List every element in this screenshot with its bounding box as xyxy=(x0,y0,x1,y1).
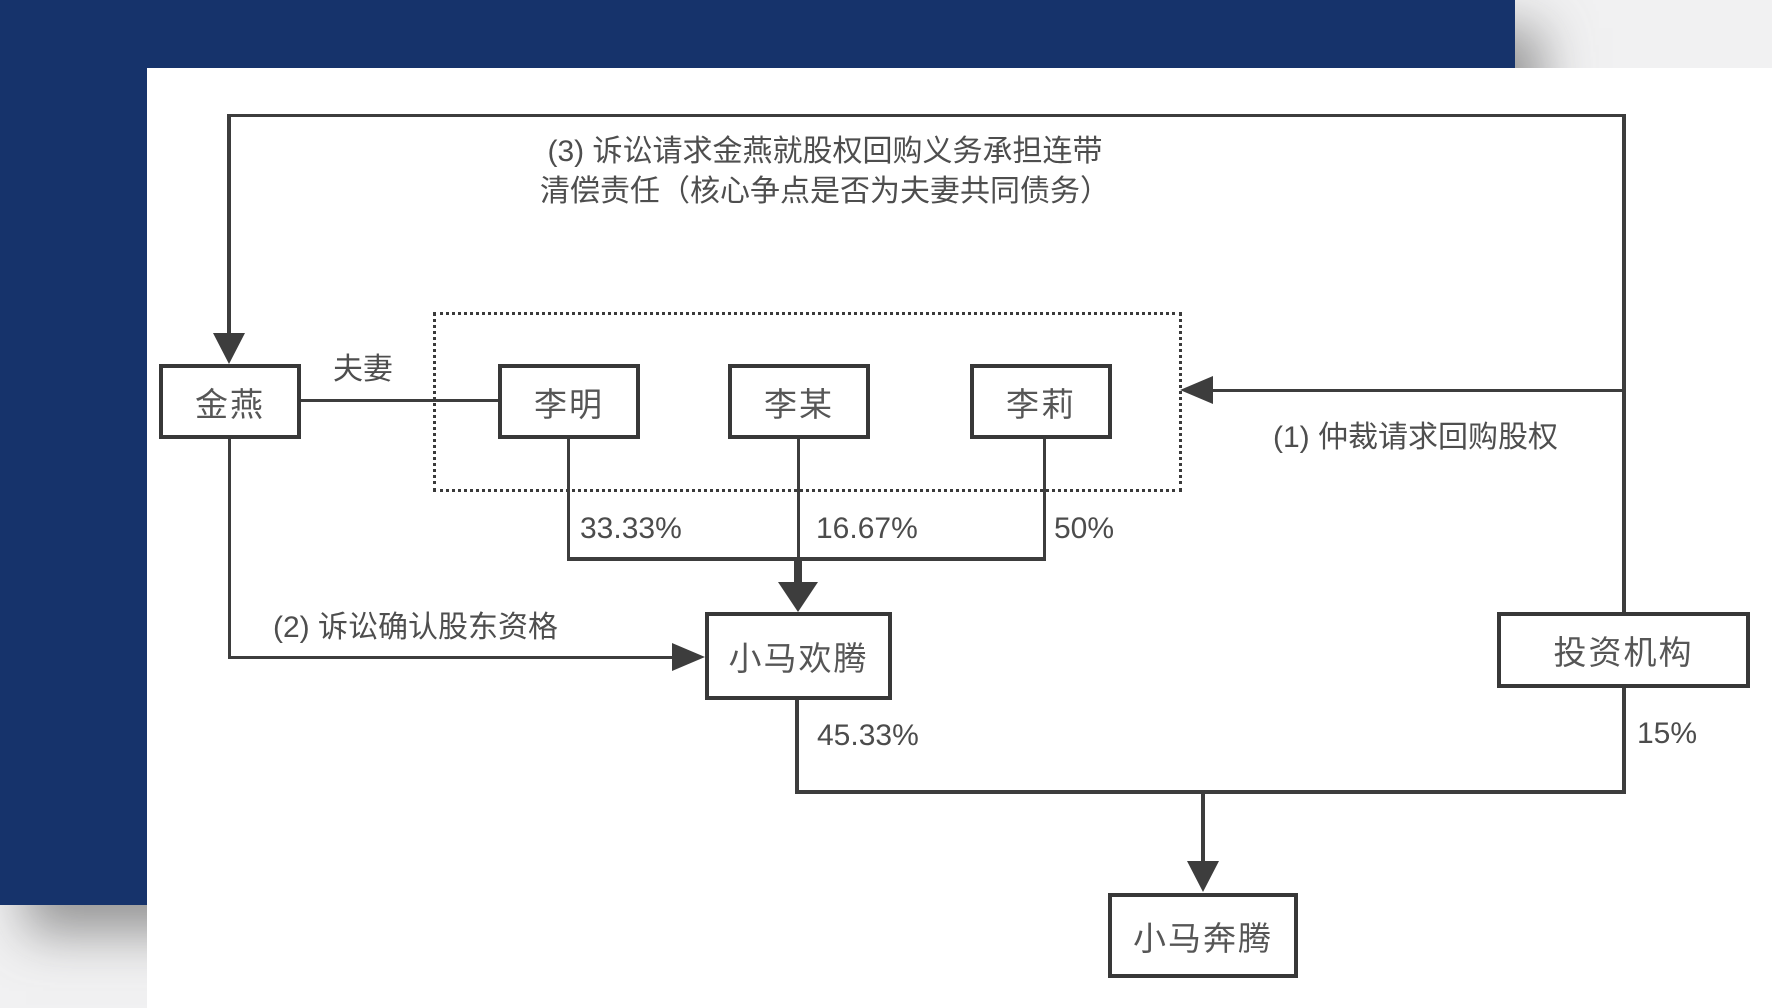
node-xiaoma-huanteng: 小马欢腾 xyxy=(705,612,892,700)
node-jinyan: 金燕 xyxy=(159,364,301,439)
node-limou-label: 李某 xyxy=(764,385,834,423)
arrowhead-into-huanteng-left xyxy=(672,643,705,671)
node-lili: 李莉 xyxy=(970,364,1112,439)
huanteng-ownership-pct: 45.33% xyxy=(817,719,919,752)
node-liming-label: 李明 xyxy=(534,385,604,423)
claim1-label: (1) 仲裁请求回购股权 xyxy=(1273,421,1558,454)
limou-stub-line xyxy=(797,439,800,560)
claim2-label: (2) 诉讼确认股东资格 xyxy=(273,611,558,644)
node-investor-label: 投资机构 xyxy=(1553,634,1694,671)
lili-ownership-pct: 50% xyxy=(1054,512,1115,545)
arrowhead-into-dotted-box xyxy=(1180,376,1213,404)
shareholder-group-dotted-box xyxy=(433,312,1182,492)
claim3-line2: 清偿责任（核心争点是否为夫妻共同债务） xyxy=(540,175,1110,208)
benteng-arrow-shaft xyxy=(1201,790,1205,862)
arrowhead-into-huanteng-top xyxy=(778,582,818,612)
node-liming: 李明 xyxy=(498,364,640,439)
lili-stub-line xyxy=(1043,439,1046,560)
huanteng-down-line xyxy=(795,699,799,792)
node-investor: 投资机构 xyxy=(1497,612,1750,688)
spouse-label: 夫妻 xyxy=(333,353,393,386)
node-jinyan-label: 金燕 xyxy=(195,385,265,423)
liming-stub-line xyxy=(567,439,570,560)
node-xiaoma-huanteng-label: 小马欢腾 xyxy=(728,640,869,677)
bottom-bus-line xyxy=(795,790,1626,794)
arrowhead-into-benteng xyxy=(1187,861,1219,892)
loop-top-line xyxy=(227,114,1625,117)
ownership-bus-line xyxy=(567,557,1046,561)
claim2-horizontal-line xyxy=(228,656,675,659)
loop-right-line xyxy=(1622,114,1626,612)
liming-ownership-pct: 33.33% xyxy=(580,512,682,545)
diagram-panel xyxy=(147,68,1772,1008)
claim3-line1: (3) 诉讼请求金燕就股权回购义务承担连带 xyxy=(547,135,1103,168)
huanteng-arrow-shaft xyxy=(794,557,802,585)
claim2-vertical-line xyxy=(228,439,231,659)
claim3-annotation: (3) 诉讼请求金燕就股权回购义务承担连带 清偿责任（核心争点是否为夫妻共同债务… xyxy=(430,132,1220,212)
node-lili-label: 李莉 xyxy=(1006,385,1076,423)
claim1-arrow-line xyxy=(1210,389,1625,392)
investor-ownership-pct: 15% xyxy=(1637,717,1698,750)
limou-ownership-pct: 16.67% xyxy=(816,512,918,545)
arrowhead-into-jinyan xyxy=(213,333,245,364)
node-xiaoma-benteng-label: 小马奔腾 xyxy=(1133,919,1273,957)
spouse-line xyxy=(301,399,498,402)
node-limou: 李某 xyxy=(728,364,870,439)
investor-down-line xyxy=(1622,688,1626,792)
node-xiaoma-benteng: 小马奔腾 xyxy=(1108,893,1298,978)
loop-left-line xyxy=(227,114,231,334)
